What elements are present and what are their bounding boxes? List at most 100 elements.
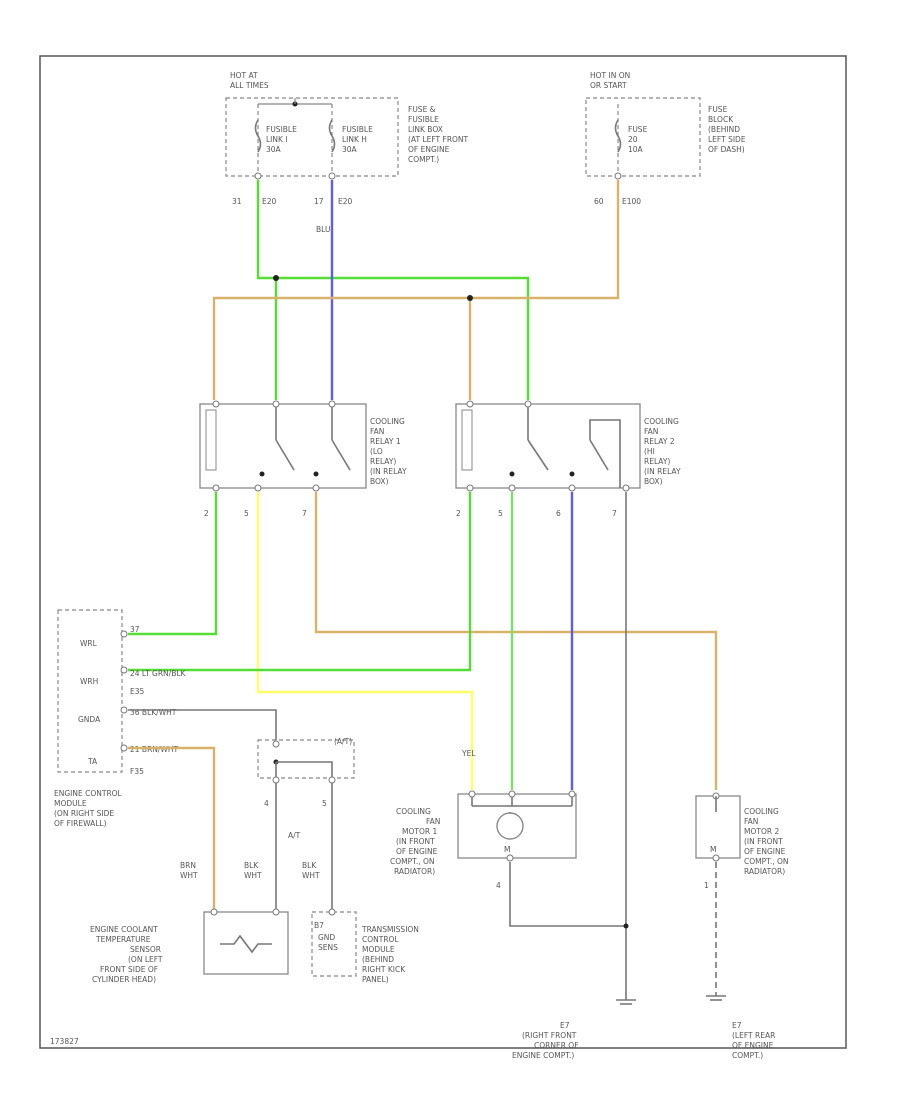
ground-e7-right-label: E7 (RIGHT FRONT CORNER OF ENGINE COMPT.) — [512, 1021, 579, 1060]
svg-text:E35: E35 — [130, 687, 145, 696]
ecm-connector-labels: 37 24 LT GRN/BLK E35 36 BLK/WHT 21 BRN/W… — [130, 625, 187, 776]
svg-text:24 LT GRN/BLK: 24 LT GRN/BLK — [130, 669, 187, 678]
svg-text:COOLING: COOLING — [370, 417, 405, 426]
svg-text:(ON LEFT: (ON LEFT — [128, 955, 163, 964]
svg-text:RIGHT KICK: RIGHT KICK — [362, 965, 406, 974]
svg-text:BLK: BLK — [302, 861, 317, 870]
svg-text:MODULE: MODULE — [362, 945, 395, 954]
fuse-20-2: 20 — [628, 135, 638, 144]
hot-label-left-2: ALL TIMES — [230, 81, 269, 90]
cooling-fan-motor-1: M — [457, 790, 577, 862]
svg-text:MOTOR 1: MOTOR 1 — [402, 827, 437, 836]
svg-text:(IN RELAY: (IN RELAY — [644, 467, 681, 476]
svg-text:F35: F35 — [130, 767, 144, 776]
svg-text:TEMPERATURE: TEMPERATURE — [95, 935, 151, 944]
bottom-wire-colors: BRN WHT BLK WHT BLK WHT — [180, 861, 320, 880]
svg-text:E100: E100 — [622, 197, 641, 206]
tcm-label: TRANSMISSION CONTROL MODULE (BEHIND RIGH… — [361, 925, 419, 984]
engine-coolant-temperature-sensor — [203, 908, 289, 975]
svg-text:37: 37 — [130, 625, 140, 634]
svg-text:FUSIBLE: FUSIBLE — [408, 115, 439, 124]
svg-text:BOX): BOX) — [370, 477, 389, 486]
wire-tan-feed — [212, 180, 620, 400]
svg-text:(IN FRONT: (IN FRONT — [744, 837, 783, 846]
hot-label-left-1: HOT AT — [230, 71, 258, 80]
transmission-control-module — [311, 908, 357, 977]
svg-text:TA: TA — [87, 757, 98, 766]
relay-1-label: COOLING FAN RELAY 1 (LO RELAY) (IN RELAY… — [370, 417, 407, 486]
motor-1-pin: 4 — [496, 881, 501, 890]
svg-text:E20: E20 — [338, 197, 353, 206]
engine-control-module — [57, 609, 128, 773]
svg-text:WRH: WRH — [80, 677, 98, 686]
yel-label: YEL — [461, 749, 476, 758]
svg-text:60: 60 — [594, 197, 604, 206]
cooling-fan-motor-2: M — [695, 792, 741, 862]
svg-text:COMPT., ON: COMPT., ON — [744, 857, 789, 866]
fuse-block-right — [585, 97, 701, 180]
fuse-box-left — [225, 97, 399, 180]
svg-text:7: 7 — [302, 509, 307, 518]
ecm-lower-wires — [128, 709, 355, 910]
svg-text:COOLING: COOLING — [744, 807, 779, 816]
svg-text:CONTROL: CONTROL — [362, 935, 399, 944]
fusible-link-i-1: FUSIBLE — [266, 125, 297, 134]
svg-text:(IN FRONT: (IN FRONT — [396, 837, 435, 846]
at-short-label: A/T — [288, 831, 301, 840]
top-wires — [212, 180, 620, 400]
svg-text:FAN: FAN — [744, 817, 758, 826]
svg-text:(AT LEFT FRONT: (AT LEFT FRONT — [408, 135, 469, 144]
svg-text:CYLINDER HEAD): CYLINDER HEAD) — [92, 975, 156, 984]
svg-text:(BEHIND: (BEHIND — [362, 955, 394, 964]
cooling-fan-relay-2 — [455, 400, 641, 492]
svg-text:ENGINE COMPT.): ENGINE COMPT.) — [512, 1051, 574, 1060]
sensor-label: ENGINE COOLANT TEMPERATURE SENSOR (ON LE… — [90, 925, 163, 984]
svg-text:RELAY 1: RELAY 1 — [370, 437, 401, 446]
svg-text:RELAY): RELAY) — [644, 457, 670, 466]
fuse-block-right-label: FUSE BLOCK (BEHIND LEFT SIDE OF DASH) — [708, 105, 746, 154]
svg-text:(IN RELAY: (IN RELAY — [370, 467, 407, 476]
svg-text:OF ENGINE: OF ENGINE — [744, 847, 786, 856]
svg-text:BLOCK: BLOCK — [708, 115, 734, 124]
svg-text:BRN: BRN — [180, 861, 196, 870]
svg-text:E7: E7 — [560, 1021, 570, 1030]
svg-text:5: 5 — [244, 509, 249, 518]
svg-text:WRL: WRL — [80, 639, 98, 648]
svg-text:SENSOR: SENSOR — [130, 945, 161, 954]
svg-text:PANEL): PANEL) — [362, 975, 389, 984]
ground-e7-left-label: E7 (LEFT REAR OF ENGINE COMPT.) — [732, 1021, 775, 1060]
fusible-link-i-3: 30A — [266, 145, 282, 154]
fusible-link-h-2: LINK H — [342, 135, 367, 144]
svg-text:21 BRN/WHT: 21 BRN/WHT — [130, 745, 178, 754]
svg-text:E7: E7 — [732, 1021, 742, 1030]
svg-text:ENGINE COOLANT: ENGINE COOLANT — [90, 925, 158, 934]
svg-text:LINK BOX: LINK BOX — [408, 125, 443, 134]
top-wire-codes: 31 E20 17 E20 BLU 60 E100 — [232, 197, 641, 234]
svg-text:OF ENGINE: OF ENGINE — [396, 847, 438, 856]
svg-text:COMPT.): COMPT.) — [408, 155, 439, 164]
cooling-fan-relay-1 — [199, 400, 367, 492]
wire-yellow — [256, 492, 474, 790]
svg-text:FUSE &: FUSE & — [408, 105, 436, 114]
svg-text:OF ENGINE: OF ENGINE — [732, 1041, 774, 1050]
svg-text:(HI: (HI — [644, 447, 655, 456]
svg-text:MODULE: MODULE — [54, 799, 87, 808]
tcm-inner-1: GND — [318, 933, 335, 942]
svg-text:FAN: FAN — [644, 427, 658, 436]
svg-text:(BEHIND: (BEHIND — [708, 125, 740, 134]
ecm-pin-labels: WRL WRH GNDA TA — [78, 639, 101, 766]
small-pin-4: 4 — [264, 799, 269, 808]
svg-text:FAN: FAN — [370, 427, 384, 436]
svg-text:7: 7 — [612, 509, 617, 518]
svg-text:6: 6 — [556, 509, 561, 518]
ecm-label: ENGINE CONTROL MODULE (ON RIGHT SIDE OF … — [54, 789, 123, 828]
svg-text:FAN: FAN — [426, 817, 440, 826]
svg-text:RADIATOR): RADIATOR) — [744, 867, 785, 876]
wire-green-wrh — [128, 492, 472, 672]
svg-text:OF ENGINE: OF ENGINE — [408, 145, 450, 154]
wire-green-feed — [256, 180, 530, 400]
svg-text:(LEFT REAR: (LEFT REAR — [732, 1031, 775, 1040]
svg-text:BLU: BLU — [316, 225, 330, 234]
svg-text:COOLING: COOLING — [396, 807, 431, 816]
